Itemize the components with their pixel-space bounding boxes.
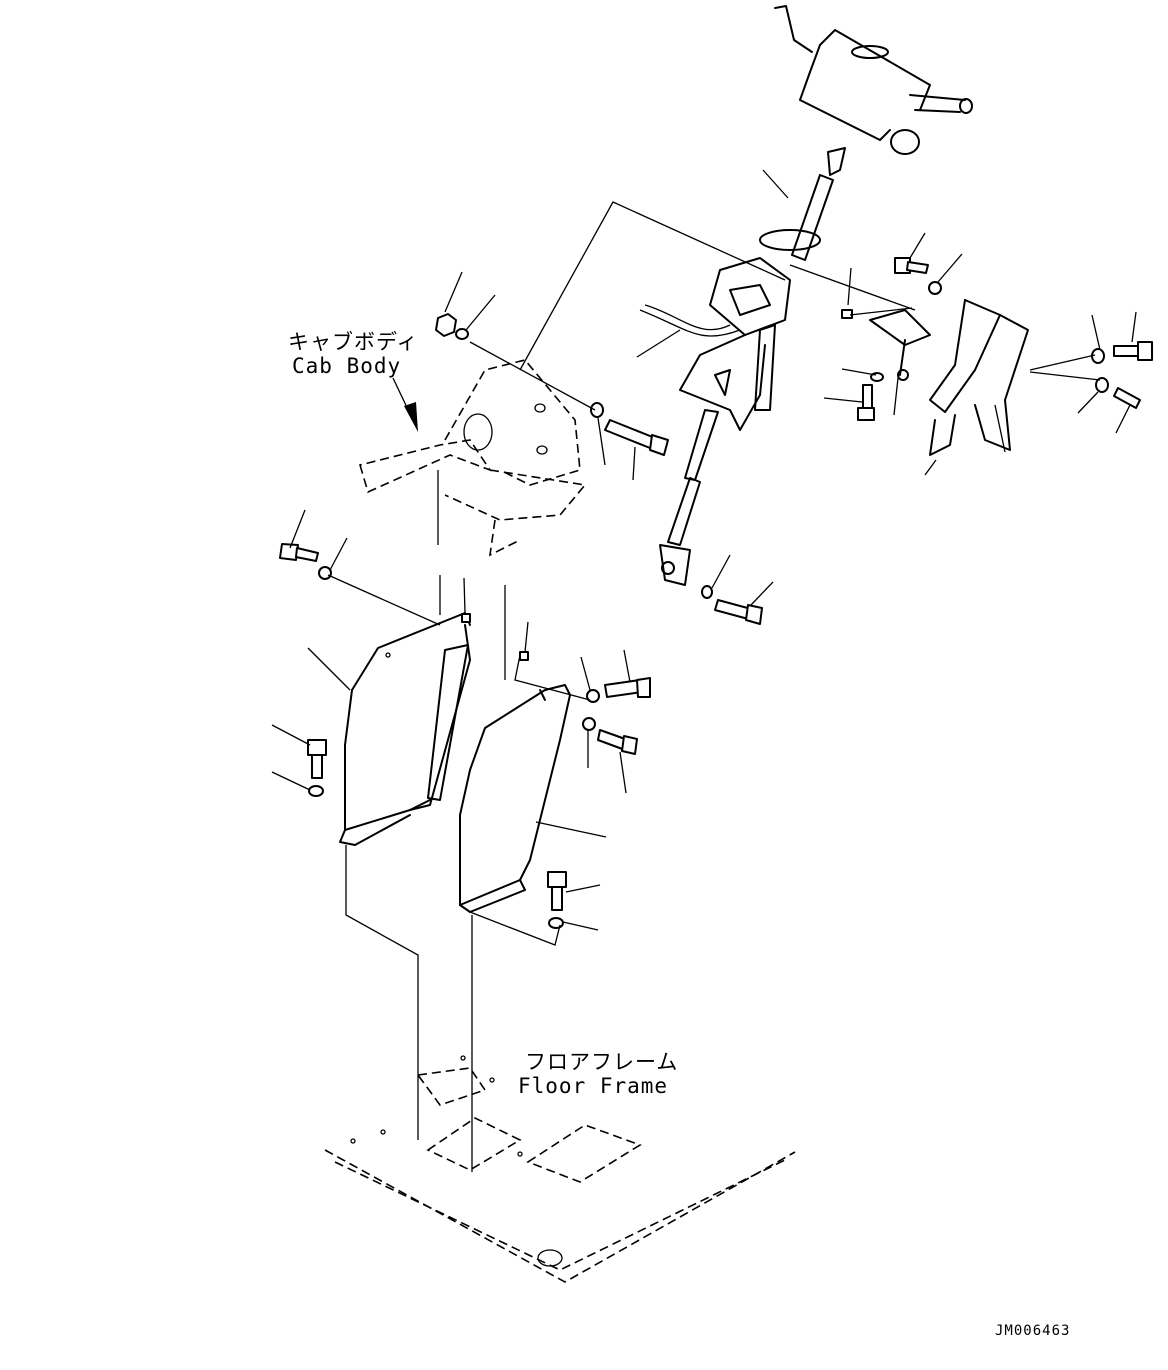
cab-body-arrow [392,377,418,432]
left-cover [339,612,471,846]
floor-frame-label-en: Floor Frame [518,1074,669,1098]
floor-frame-label-jp: フロアフレーム [525,1050,679,1074]
cab-body-label-en: Cab Body [292,354,402,378]
right-cover [459,684,571,913]
cab-body-bracket [358,359,587,557]
bolts [279,257,1153,911]
assembly-lines [327,201,1101,1172]
cab-body-label-jp: キャブボディ [288,330,419,354]
leader-lines [271,169,1137,931]
drawing-number: JM006463 [995,1323,1071,1339]
right-bracket [869,299,1029,456]
steering-column [639,5,973,586]
washers [308,281,1109,929]
floor-frame [324,1055,796,1283]
